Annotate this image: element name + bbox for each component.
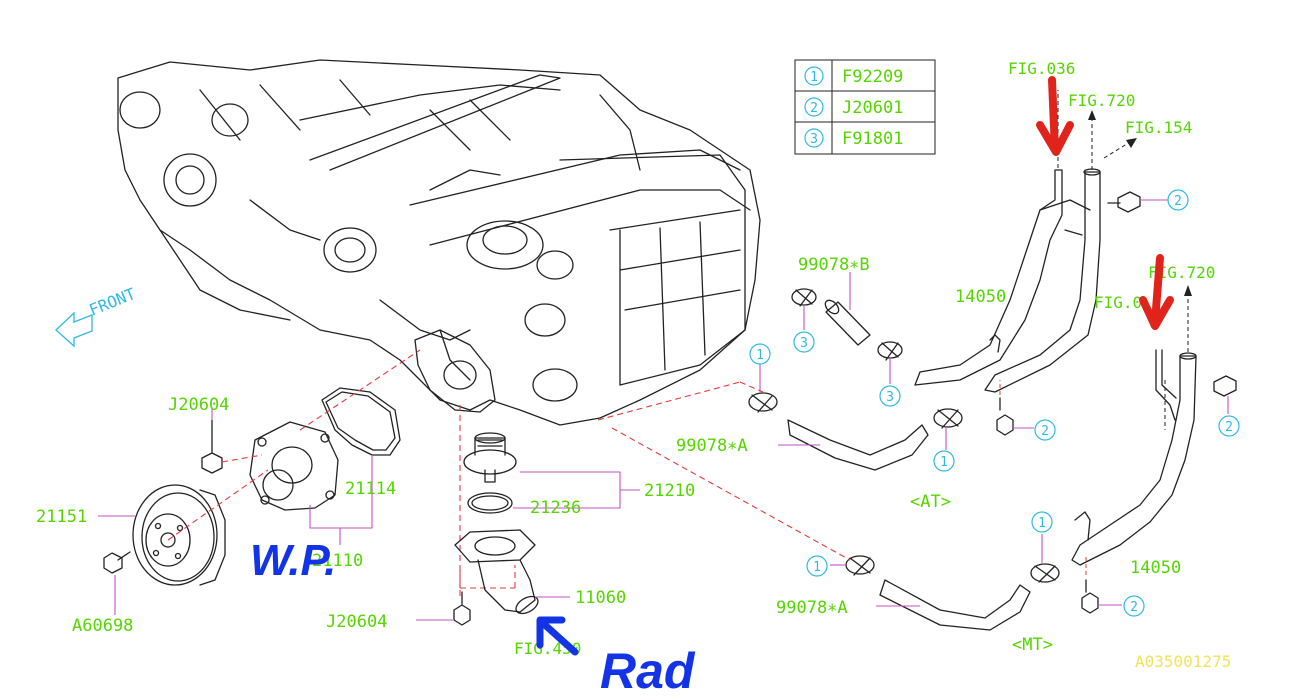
svg-text:2: 2 bbox=[1174, 194, 1182, 209]
fig-references: FIG.036 FIG.720 FIG.154 FIG.720 FIG.0 FI… bbox=[514, 59, 1215, 658]
annotation-rad: Rad bbox=[600, 643, 696, 699]
label-a60698: A60698 bbox=[72, 616, 133, 636]
bolt bbox=[996, 397, 1014, 436]
hose-99078a-at bbox=[787, 419, 929, 471]
svg-text:1: 1 bbox=[940, 455, 948, 470]
label-21151: 21151 bbox=[36, 507, 87, 527]
clamp bbox=[791, 288, 817, 307]
callout-3: 3 bbox=[879, 385, 901, 407]
diagram-code: A035001275 bbox=[1135, 652, 1231, 671]
legend-num: 2 bbox=[810, 101, 818, 116]
legend-row: 3 F91801 bbox=[804, 128, 903, 149]
label-21110: 21110 bbox=[312, 551, 363, 571]
fig-036: FIG.036 bbox=[1008, 59, 1075, 78]
clamp bbox=[845, 555, 875, 576]
water-pump-21110 bbox=[249, 421, 339, 511]
svg-text:2: 2 bbox=[1225, 420, 1233, 435]
callout-2: 2 bbox=[1123, 595, 1145, 617]
fig-154: FIG.154 bbox=[1125, 118, 1192, 137]
pulley-21151 bbox=[132, 484, 226, 586]
legend-row: 1 F92209 bbox=[804, 66, 903, 87]
pipe-14050-at bbox=[914, 168, 1141, 393]
legend-code: F92209 bbox=[842, 67, 903, 87]
fig-720-top: FIG.720 bbox=[1068, 91, 1135, 110]
label-11060: 11060 bbox=[575, 588, 626, 608]
bolt bbox=[103, 551, 131, 574]
thermostat-housing-11060 bbox=[454, 529, 539, 615]
label-21210: 21210 bbox=[644, 481, 695, 501]
legend-code: F91801 bbox=[842, 129, 903, 149]
clamp bbox=[748, 392, 778, 413]
bolt bbox=[453, 591, 471, 626]
svg-text:2: 2 bbox=[1041, 424, 1049, 439]
label-21236: 21236 bbox=[530, 498, 581, 518]
clamp bbox=[933, 408, 963, 429]
svg-text:1: 1 bbox=[813, 560, 821, 575]
legend-row: 2 J20601 bbox=[804, 97, 903, 118]
legend-table: 1 F92209 2 J20601 3 F91801 bbox=[794, 59, 936, 155]
label-at: <AT> bbox=[910, 492, 951, 512]
front-arrow-icon bbox=[55, 311, 93, 348]
callouts: 3 3 1 1 1 1 2 2 bbox=[749, 189, 1240, 617]
legend-num: 1 bbox=[810, 70, 818, 85]
svg-text:1: 1 bbox=[1038, 516, 1046, 531]
annotation-wp: W.P. bbox=[250, 536, 336, 585]
callout-1: 1 bbox=[749, 343, 771, 365]
legend-num: 3 bbox=[810, 132, 818, 147]
callout-3: 3 bbox=[793, 331, 815, 353]
part-labels: 99078∗B 14050 99078∗A <AT> 99078∗A 14050… bbox=[36, 255, 1181, 655]
red-arrow-marker bbox=[1139, 254, 1174, 330]
label-99078a-mt: 99078∗A bbox=[776, 598, 848, 618]
fig-720-right: FIG.720 bbox=[1148, 263, 1215, 282]
front-direction: FRONT bbox=[55, 284, 138, 348]
label-14050-at: 14050 bbox=[955, 287, 1006, 307]
callout-2: 2 bbox=[1034, 419, 1056, 441]
label-14050-mt: 14050 bbox=[1130, 558, 1181, 578]
clamp bbox=[877, 341, 903, 361]
label-99078b: 99078∗B bbox=[798, 255, 870, 275]
svg-text:3: 3 bbox=[886, 390, 894, 405]
fig-0-right: FIG.0 bbox=[1094, 293, 1142, 312]
clamp bbox=[1030, 563, 1060, 583]
svg-text:2: 2 bbox=[1130, 600, 1138, 615]
bolt bbox=[201, 419, 223, 474]
blue-arrow-marker bbox=[536, 616, 579, 656]
engine-block bbox=[117, 59, 761, 426]
hose-99078a-mt bbox=[879, 579, 1031, 631]
front-label: FRONT bbox=[86, 284, 138, 320]
legend-code: J20601 bbox=[842, 98, 903, 118]
label-j20604-top: J20604 bbox=[168, 395, 229, 415]
callout-2: 2 bbox=[1218, 415, 1240, 437]
label-21114: 21114 bbox=[345, 479, 396, 499]
thermostat-21210 bbox=[463, 432, 517, 483]
svg-text:3: 3 bbox=[800, 336, 808, 351]
callout-1: 1 bbox=[806, 555, 828, 577]
svg-text:1: 1 bbox=[756, 348, 764, 363]
label-mt: <MT> bbox=[1012, 635, 1053, 655]
gasket-21114 bbox=[321, 387, 401, 456]
red-arrow-marker bbox=[1036, 76, 1074, 156]
bolt bbox=[1081, 579, 1099, 614]
pipe-14050-mt bbox=[1071, 349, 1237, 566]
callout-1: 1 bbox=[933, 450, 955, 472]
gasket-21236 bbox=[467, 492, 513, 514]
label-99078a-at: 99078∗A bbox=[676, 436, 748, 456]
callout-1: 1 bbox=[1031, 511, 1053, 533]
callout-2: 2 bbox=[1167, 189, 1189, 211]
label-j20604-bottom: J20604 bbox=[326, 612, 387, 632]
hose-99078b bbox=[824, 299, 871, 346]
